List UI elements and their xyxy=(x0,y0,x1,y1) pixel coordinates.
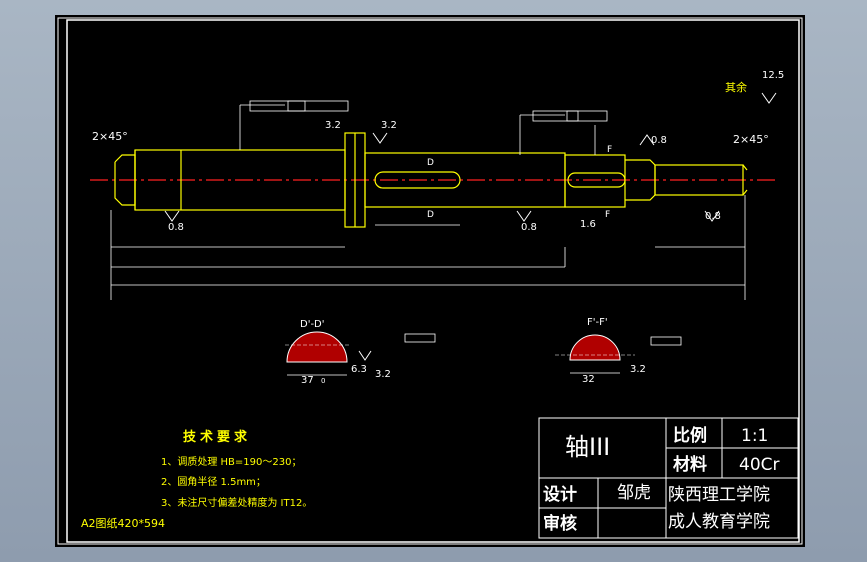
designer-label: 设计 xyxy=(543,484,577,505)
tech-requirements: 技术要求 1、调质处理 HB=190～230； 2、圆角半径 1.5mm； 3、… xyxy=(161,429,312,509)
roughness-label-5: 1.6 xyxy=(580,219,596,230)
designer-value: 邹虎 xyxy=(617,483,651,503)
section-marker-d-top: D xyxy=(427,158,434,168)
school-line-2: 成人教育学院 xyxy=(668,512,770,532)
shaft-outline xyxy=(114,132,748,228)
outer-frame xyxy=(57,17,803,545)
roughness-label-2: 0.8 xyxy=(521,222,537,233)
roughness-label-3: 0.8 xyxy=(705,211,721,222)
reviewer-label: 审核 xyxy=(543,513,577,534)
roughness-symbols xyxy=(164,92,777,222)
section-d-roughness2: 3.2 xyxy=(375,369,391,380)
tech-req-item-2: 2、圆角半径 1.5mm； xyxy=(161,475,266,488)
inner-frame xyxy=(66,19,800,543)
roughness-rest-label: 其余 xyxy=(725,80,747,94)
tech-req-item-3: 3、未注尺寸偏差处精度为 IT12。 xyxy=(161,496,312,509)
roughness-label-4: 0.8 xyxy=(651,135,667,146)
cad-drawing-canvas: 2×45° 2×45° 其余 12.5 0.8 0.8 0.8 0.8 1.6 … xyxy=(57,17,803,545)
section-f-dim: 32 xyxy=(582,374,595,385)
section-marker-f-top: F xyxy=(607,145,612,155)
tech-req-item-1: 1、调质处理 HB=190～230； xyxy=(161,456,301,468)
school-line-1: 陕西理工学院 xyxy=(668,485,770,505)
roughness-label-7: 3.2 xyxy=(381,120,397,131)
roughness-label-6: 3.2 xyxy=(325,120,341,131)
section-d-dim: 37 xyxy=(301,375,314,386)
scale-label: 比例 xyxy=(673,425,707,446)
roughness-rest-value: 12.5 xyxy=(762,70,784,81)
material-value: 40Cr xyxy=(739,455,780,475)
section-d-roughness: 6.3 xyxy=(351,364,367,375)
dimension-lines xyxy=(110,104,746,300)
tech-req-title: 技术要求 xyxy=(183,429,251,445)
paper-size-label: A2图纸420*594 xyxy=(81,517,165,530)
section-d-title: D'-D' xyxy=(300,319,325,330)
section-d-view: D'-D' 37 0 6.3 3.2 xyxy=(285,319,391,386)
section-f-roughness: 3.2 xyxy=(630,364,646,375)
section-marker-d-bottom: D xyxy=(427,210,434,220)
section-d-tol: 0 xyxy=(321,377,325,385)
tolerance-frames xyxy=(249,100,682,346)
title-block xyxy=(538,417,799,539)
roughness-label-1: 0.8 xyxy=(168,222,184,233)
scale-value: 1:1 xyxy=(741,426,768,446)
part-name: 轴III xyxy=(565,433,610,461)
material-label: 材料 xyxy=(673,454,707,475)
section-f-view: F'-F' 32 3.2 xyxy=(555,317,646,385)
drawing-sheet: 2×45° 2×45° 其余 12.5 0.8 0.8 0.8 0.8 1.6 … xyxy=(55,15,805,547)
section-f-title: F'-F' xyxy=(587,317,608,328)
section-marker-f-bottom: F xyxy=(605,210,610,220)
chamfer-left-label: 2×45° xyxy=(92,130,128,143)
chamfer-right-label: 2×45° xyxy=(733,133,769,146)
